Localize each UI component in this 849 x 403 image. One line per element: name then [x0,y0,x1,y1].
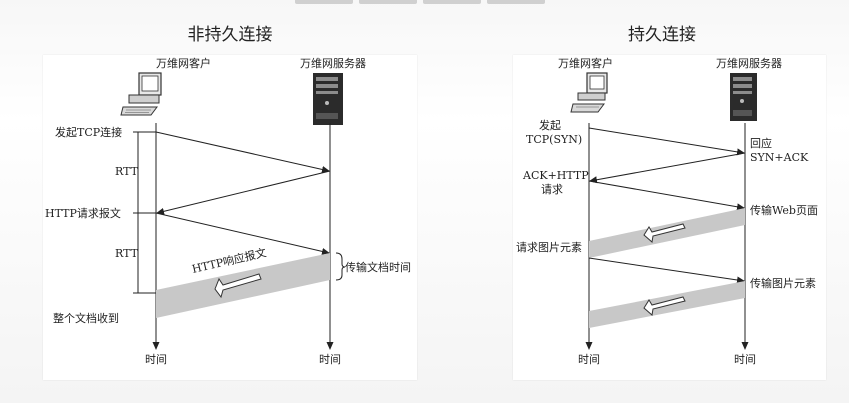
tcp-reply-arrow [156,170,331,215]
top-tab [295,0,353,4]
server-label: 万维网服务器 [716,57,782,70]
web-page-label: 传输Web页面 [750,203,818,217]
web-page-direction-arrow [643,223,686,243]
client-time-label: 时间 [145,353,167,366]
client-time-label: 时间 [578,353,600,366]
image-direction-arrow [643,296,686,316]
transfer-time-brace [335,252,346,281]
synack-arrow [589,152,746,184]
ack-http-arrow [588,180,745,211]
syn-arrow [588,127,745,156]
syn-label-line2: TCP(SYN) [526,133,582,146]
nonpersistent-diagram: 万维网客户 万维网服务器 发起TCP连接 RTT HTTP请 [43,55,417,380]
server-time-label: 时间 [319,353,341,366]
transfer-time-label: 传输文档时间 [345,260,411,274]
top-tab-strip [295,0,545,4]
rtt-label-2: RTT [115,247,139,260]
synack-label-line2: SYN+ACK [750,151,809,164]
image-request-arrow [588,257,745,284]
response-band [156,253,330,318]
top-tab [423,0,481,4]
client-computer-icon [120,72,162,116]
top-tab [487,0,545,4]
ack-label-line2: 请求 [541,183,563,196]
http-request-label: HTTP请求报文 [45,206,121,220]
server-time-label: 时间 [734,353,756,366]
synack-label-line1: 回应 [750,136,772,150]
server-label: 万维网服务器 [300,57,366,70]
ack-label-line1: ACK+HTTP [522,169,589,182]
syn-label-line1: 发起 [539,118,561,132]
rtt-label-1: RTT [115,165,139,178]
response-direction-arrow [214,273,262,299]
server-tower-icon [313,73,343,125]
tcp-connect-label: 发起TCP连接 [55,125,122,139]
doc-received-label: 整个文档收到 [53,311,119,325]
persistent-diagram-svg: 万维网客户 万维网服务器 发起 TCP(SYN) 回应 SYN+ACK [516,56,818,366]
image-transfer-label: 传输图片元素 [750,276,816,290]
http-request-arrow [155,212,330,255]
nonpersistent-diagram-svg: 万维网客户 万维网服务器 发起TCP连接 RTT HTTP请 [45,56,411,366]
client-label: 万维网客户 [558,56,613,70]
persistent-diagram: 万维网客户 万维网服务器 发起 TCP(SYN) 回应 SYN+ACK [513,55,826,380]
persistent-title: 持久连接 [628,25,696,45]
image-request-label: 请求图片元素 [516,241,582,254]
nonpersistent-title: 非持久连接 [187,25,273,45]
server-tower-icon [730,73,757,121]
client-label: 万维网客户 [156,56,211,70]
client-computer-icon [570,72,608,113]
top-tab [359,0,417,4]
tcp-connect-arrow [155,131,330,173]
